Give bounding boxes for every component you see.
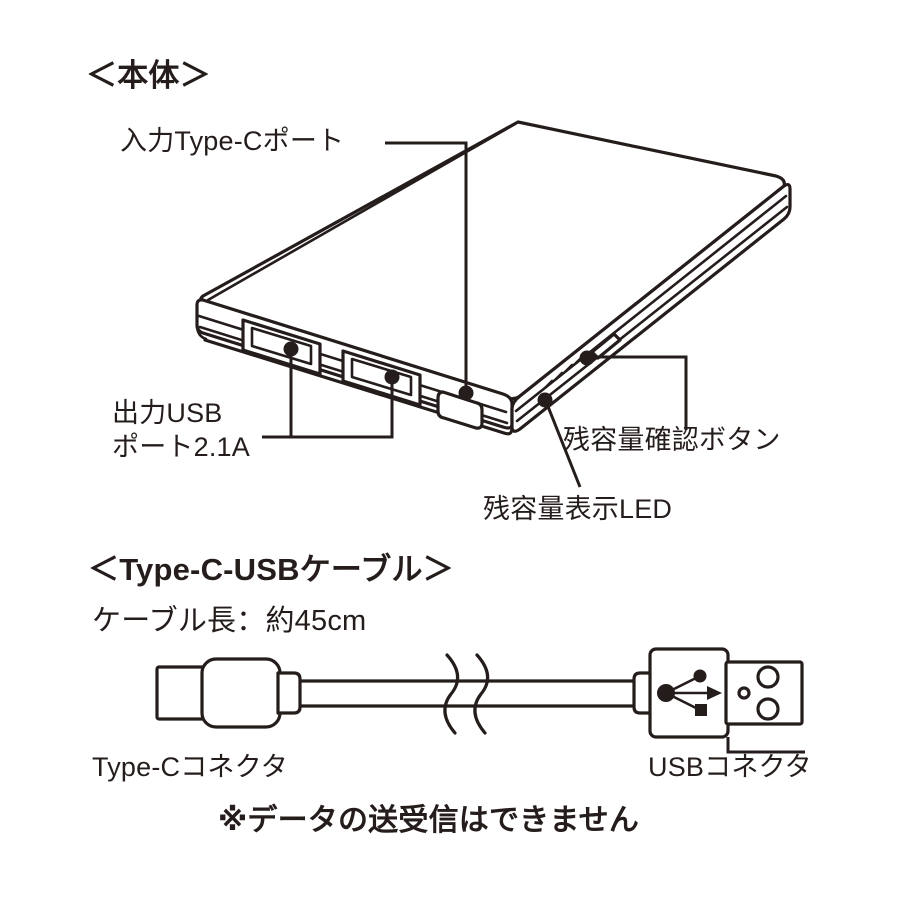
leader-check-button [590, 355, 688, 430]
label-type-c-connector: Type-Cコネクタ [92, 752, 288, 782]
leader-input-type-c [385, 141, 468, 390]
usb-a-connector-icon [632, 647, 804, 739]
label-usb-connector: USBコネクタ [648, 752, 812, 782]
data-transfer-note: ※データの送受信はできません [218, 804, 640, 837]
leader-dot-input-type-c [458, 385, 474, 401]
cable-section-heading: ＜Type-C-USBケーブル＞ [88, 552, 454, 587]
leader-led [545, 403, 582, 488]
usb-trident-icon [657, 669, 722, 716]
device-bottom-edge [203, 338, 514, 436]
device-top-crease [206, 122, 517, 302]
leader-dot-usb-port-1 [283, 341, 299, 357]
leader-dot-check-button [579, 350, 595, 366]
callout-remaining-level-led: 残容量表示LED [483, 494, 673, 524]
callout-leaders [262, 141, 688, 488]
cable-break-icon [443, 653, 490, 735]
usb-port-1-icon [241, 318, 322, 376]
type-c-connector-icon [155, 657, 302, 729]
callout-output-usb-line1: 出力USB [112, 398, 223, 428]
input-type-c-port-icon [436, 390, 484, 430]
leader-output-usb-bracket [289, 352, 394, 439]
device-right-seam2 [515, 205, 789, 423]
power-bank-illustration [195, 120, 792, 436]
callout-remaining-check-button: 残容量確認ボタン [563, 425, 781, 455]
body-section-heading: ＜本体＞ [86, 58, 211, 93]
callout-output-usb-line2: ポート2.1A [112, 432, 250, 462]
leader-dot-usb-port-2 [384, 369, 400, 385]
callout-input-type-c-port: 入力Type-Cポート [120, 126, 345, 156]
leader-dot-led [537, 392, 553, 408]
device-corner-round [195, 323, 208, 341]
cable-illustration [155, 647, 805, 754]
leader-usb-connector [726, 737, 805, 754]
cable-length-label: ケーブル長：約45cm [92, 605, 367, 637]
